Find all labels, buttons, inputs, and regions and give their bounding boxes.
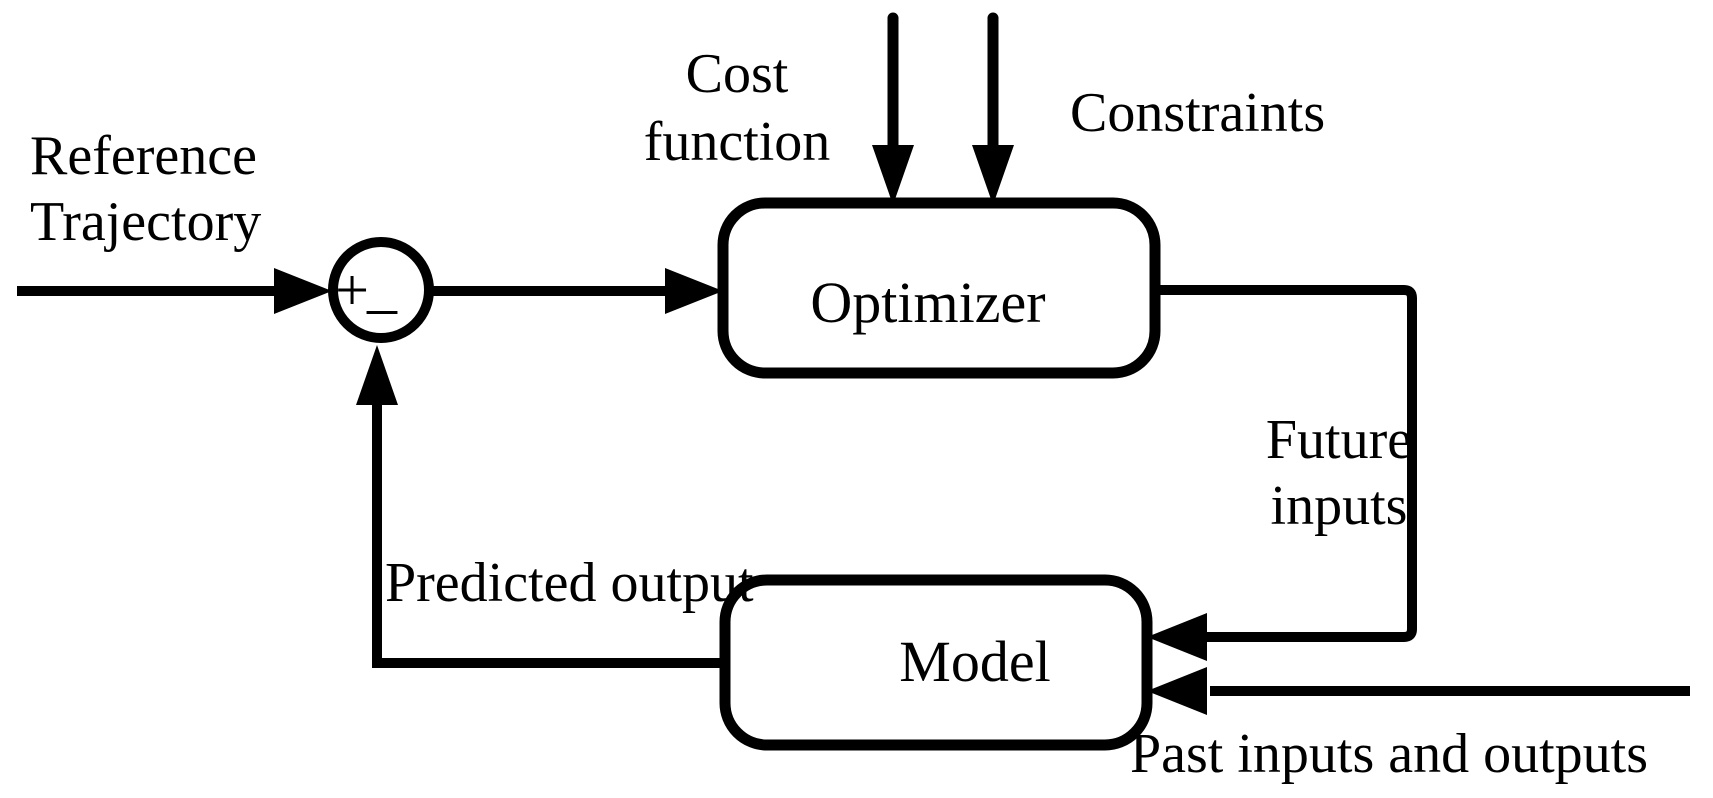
- constraints-arrow: [972, 12, 1014, 205]
- reference-label-line2: Trajectory: [30, 191, 261, 253]
- reference-label-line1: Reference: [30, 125, 257, 187]
- left-arrowhead-icon: [1147, 613, 1207, 661]
- left-arrowhead-icon: [1147, 667, 1207, 715]
- right-arrowhead-icon: [274, 268, 332, 314]
- reference-input-arrow: [17, 268, 332, 314]
- cost-label-line2: function: [644, 111, 831, 173]
- constraints-label: Constraints: [1070, 82, 1325, 144]
- cost-label-line1: Cost: [686, 43, 789, 105]
- sum-junction: + _: [328, 237, 434, 343]
- future-label-line2: inputs: [1271, 475, 1408, 537]
- model-label: Model: [899, 629, 1050, 694]
- cost-function-arrow: [872, 12, 914, 205]
- error-to-optimizer-arrow: [430, 268, 723, 314]
- past-inputs-outputs-label: Past inputs and outputs: [1130, 723, 1648, 785]
- optimizer-node: Optimizer: [717, 197, 1161, 379]
- optimizer-label: Optimizer: [810, 270, 1045, 335]
- past-inputs-arrow: [1147, 667, 1690, 715]
- feedback-path: [372, 400, 725, 668]
- label-future-inputs: Future inputs: [1266, 409, 1412, 537]
- down-arrowhead-icon: [872, 145, 914, 205]
- predicted-output-wire: [356, 345, 725, 668]
- label-cost-function: Cost function: [644, 43, 831, 173]
- sum-minus-sign: _: [366, 253, 398, 319]
- future-inputs-wire: [1147, 285, 1417, 661]
- label-reference-trajectory: Reference Trajectory: [30, 125, 261, 253]
- sum-plus-sign: +: [335, 257, 369, 323]
- future-label-line1: Future: [1266, 409, 1412, 471]
- future-inputs-path: [1155, 285, 1417, 642]
- sum-junction-circle: [328, 237, 434, 343]
- down-arrowhead-icon: [972, 145, 1014, 205]
- up-arrowhead-icon: [356, 345, 398, 405]
- model-node: Model: [719, 574, 1153, 751]
- right-arrowhead-icon: [665, 268, 723, 314]
- predicted-output-label: Predicted output: [385, 552, 754, 614]
